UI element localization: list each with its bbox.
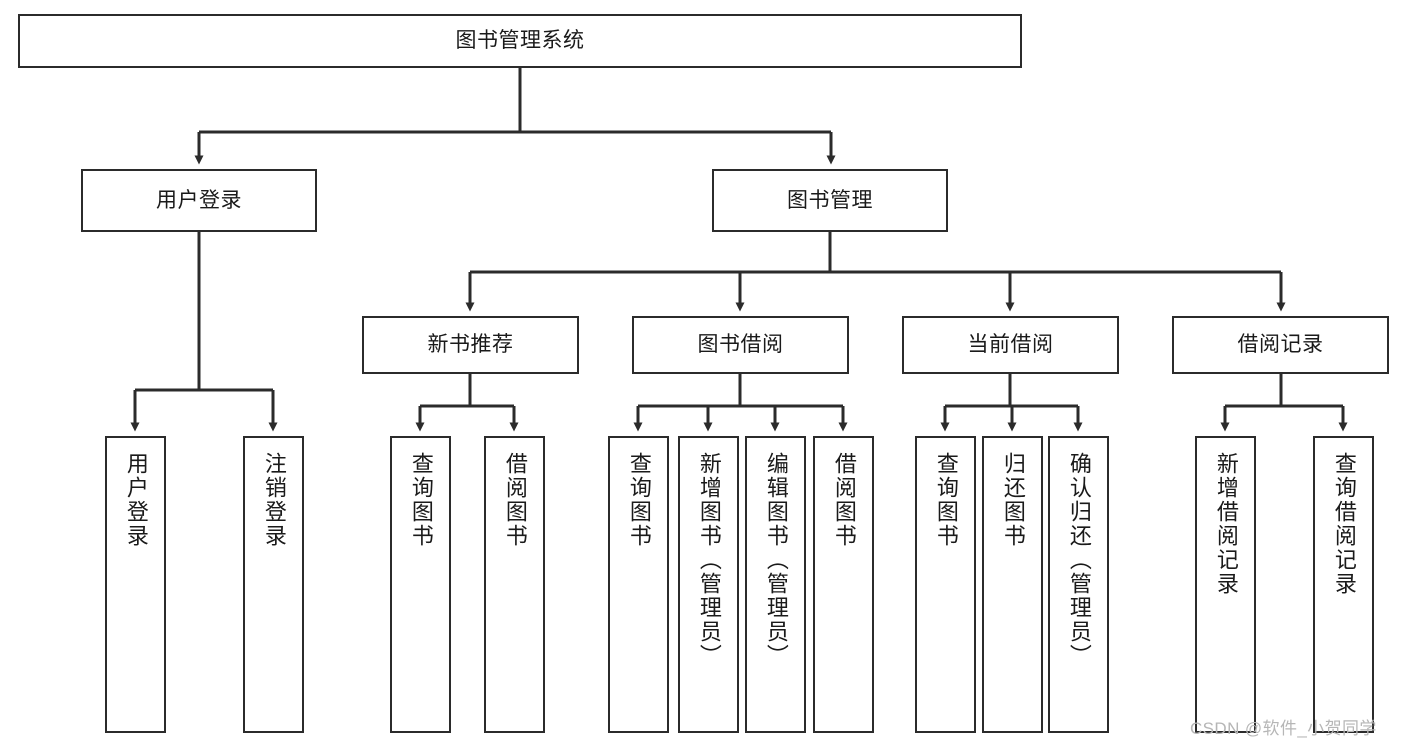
node-leaf-query-borrow-record[interactable]: 查询借阅记录 [1313,436,1374,733]
node-leaf-add-book-admin[interactable]: 新增图书（管理员） [678,436,739,733]
node-root-label: 图书管理系统 [455,29,585,53]
node-leaf-edit-book-admin-label: 编辑图书（管理员） [763,452,789,668]
node-borrow-record-label: 借阅记录 [1237,333,1324,357]
node-current-borrow[interactable]: 当前借阅 [902,316,1119,374]
node-root[interactable]: 图书管理系统 [18,14,1022,68]
node-leaf-logout-login-label: 注销登录 [261,452,287,548]
node-leaf-user-login[interactable]: 用户登录 [105,436,166,733]
node-leaf-borrow-book-2-label: 借阅图书 [831,452,857,548]
node-leaf-query-book-2-label: 查询图书 [626,452,652,548]
node-leaf-add-borrow-record[interactable]: 新增借阅记录 [1195,436,1256,733]
node-book-borrow[interactable]: 图书借阅 [632,316,849,374]
node-user-login-label: 用户登录 [156,188,242,212]
node-leaf-query-book-1-label: 查询图书 [408,452,434,548]
node-leaf-user-login-label: 用户登录 [123,452,149,548]
node-leaf-query-book-3[interactable]: 查询图书 [915,436,976,733]
node-leaf-return-book[interactable]: 归还图书 [982,436,1043,733]
node-borrow-record[interactable]: 借阅记录 [1172,316,1389,374]
node-leaf-query-book-3-label: 查询图书 [933,452,959,548]
node-leaf-borrow-book-2[interactable]: 借阅图书 [813,436,874,733]
node-leaf-borrow-book-1-label: 借阅图书 [502,452,528,548]
node-leaf-logout-login[interactable]: 注销登录 [243,436,304,733]
node-leaf-query-book-1[interactable]: 查询图书 [390,436,451,733]
node-leaf-borrow-book-1[interactable]: 借阅图书 [484,436,545,733]
node-leaf-query-book-2[interactable]: 查询图书 [608,436,669,733]
node-user-login[interactable]: 用户登录 [81,169,317,232]
node-new-book-recommend[interactable]: 新书推荐 [362,316,579,374]
node-leaf-confirm-return-admin-label: 确认归还（管理员） [1066,452,1092,668]
node-leaf-add-book-admin-label: 新增图书（管理员） [696,452,722,668]
node-book-manage-label: 图书管理 [787,188,873,212]
node-leaf-confirm-return-admin[interactable]: 确认归还（管理员） [1048,436,1109,733]
node-current-borrow-label: 当前借阅 [967,333,1054,357]
node-leaf-edit-book-admin[interactable]: 编辑图书（管理员） [745,436,806,733]
node-leaf-return-book-label: 归还图书 [1000,452,1026,548]
node-leaf-add-borrow-record-label: 新增借阅记录 [1213,452,1239,596]
node-leaf-query-borrow-record-label: 查询借阅记录 [1331,452,1357,596]
node-book-borrow-label: 图书借阅 [697,333,784,357]
watermark: CSDN @软件_小贺同学 [1190,719,1377,738]
node-book-manage[interactable]: 图书管理 [712,169,948,232]
node-new-book-recommend-label: 新书推荐 [427,333,514,357]
